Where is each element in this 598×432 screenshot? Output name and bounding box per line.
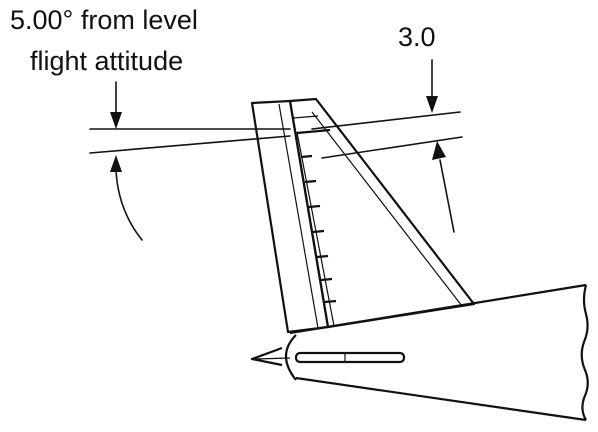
tail-cone-outline bbox=[284, 334, 297, 381]
angle-arrowhead-top bbox=[110, 112, 122, 129]
tail-spike bbox=[250, 346, 283, 367]
fin-outline bbox=[288, 97, 476, 329]
fin-top-cap-line bbox=[292, 115, 319, 119]
offset-arrowhead-top bbox=[426, 96, 438, 113]
offset-leader-bottom bbox=[439, 159, 455, 233]
angle-label-line-2: flight attitude bbox=[30, 46, 184, 76]
tick-mark bbox=[304, 179, 317, 184]
fin-tick-marks bbox=[296, 128, 337, 304]
fuselage-bottom-edge bbox=[295, 376, 587, 422]
stabilizer-stub bbox=[294, 351, 406, 364]
tick-mark bbox=[296, 128, 331, 135]
offset-label: 3.0 bbox=[398, 22, 436, 52]
tail-spike-centerline bbox=[255, 357, 291, 360]
angle-label-line-1: 5.00° from level bbox=[10, 5, 198, 35]
tick-mark bbox=[308, 204, 321, 209]
offset-arrowhead-bottom bbox=[432, 141, 446, 160]
fin-leading-edge-inner bbox=[311, 111, 463, 307]
fuselage-break-line bbox=[580, 284, 589, 421]
tick-mark bbox=[300, 154, 313, 159]
tick-mark bbox=[312, 229, 325, 234]
angle-arrowhead-bottom bbox=[110, 155, 122, 172]
rudder-hinge-line bbox=[278, 103, 319, 329]
fin-spar-line bbox=[296, 131, 335, 327]
tick-mark bbox=[324, 299, 337, 304]
fuselage-top-edge bbox=[289, 283, 587, 335]
angle-leader-arc bbox=[115, 169, 143, 241]
tick-mark bbox=[316, 254, 329, 259]
tick-mark bbox=[320, 277, 333, 282]
offset-line-upper bbox=[311, 111, 461, 130]
